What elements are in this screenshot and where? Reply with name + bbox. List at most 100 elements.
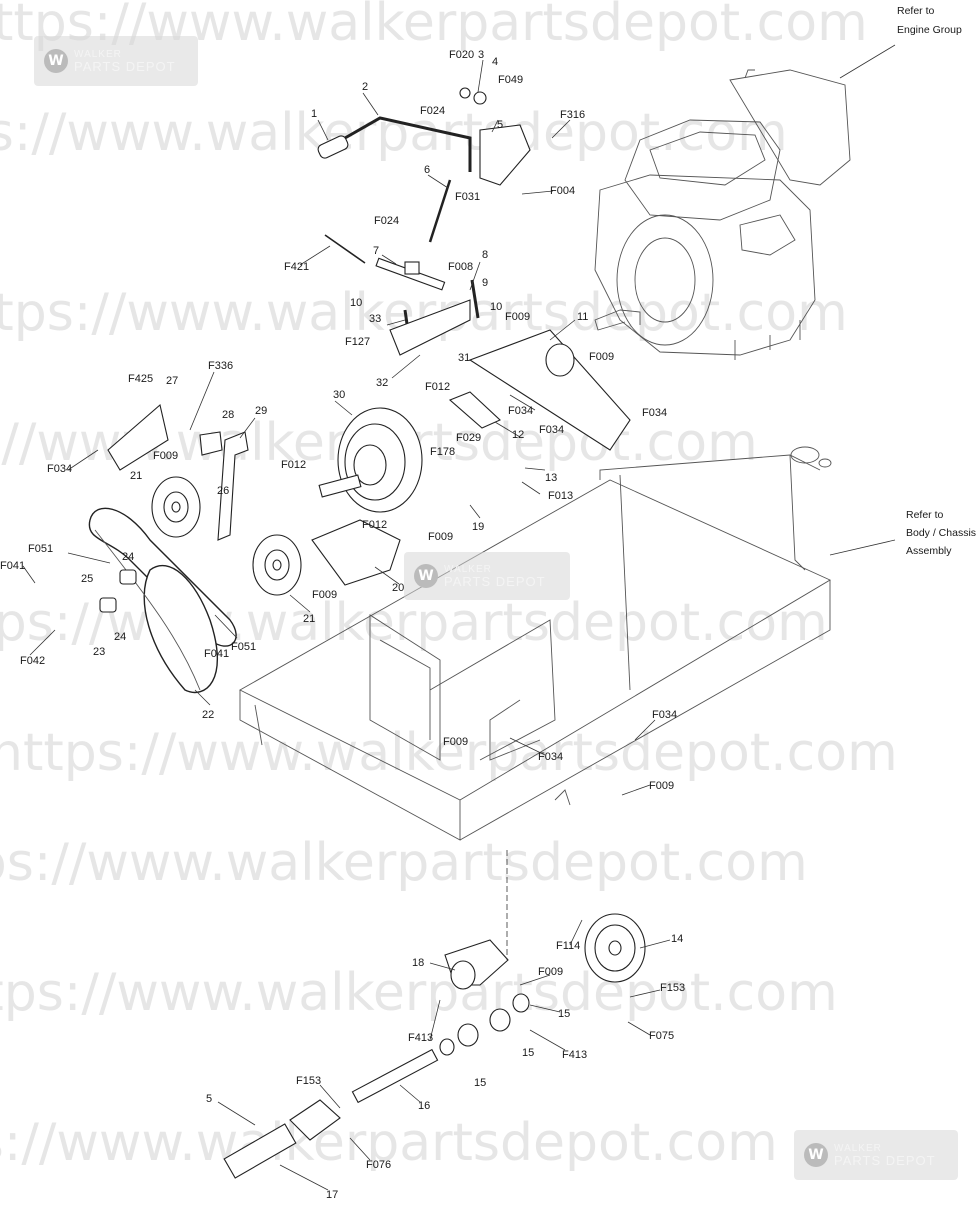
callout: F421 xyxy=(284,261,309,273)
callout: 5 xyxy=(206,1093,212,1105)
callout: F076 xyxy=(366,1159,391,1171)
callout: 22 xyxy=(202,709,214,721)
callout: F034 xyxy=(508,405,533,417)
engine-ref-line1: Refer to xyxy=(897,5,935,17)
callout: F049 xyxy=(498,74,523,86)
chassis-ref-line2: Body / Chassis xyxy=(906,527,976,539)
callout: 14 xyxy=(671,933,683,945)
callout: F127 xyxy=(345,336,370,348)
callout: F042 xyxy=(20,655,45,667)
walker-logo-icon: W xyxy=(804,1143,828,1167)
callout: F009 xyxy=(443,736,468,748)
chassis-frame xyxy=(239,446,896,841)
watermark-text: https://www.walkerpartsdepot.com xyxy=(0,1113,778,1173)
callout: F009 xyxy=(312,589,337,601)
callout: F178 xyxy=(430,446,455,458)
walker-logo-icon: W xyxy=(44,49,68,73)
callout: F008 xyxy=(448,261,473,273)
throttle-lever-assembly xyxy=(317,87,531,243)
callout: 23 xyxy=(93,646,105,658)
callout: 13 xyxy=(545,472,557,484)
callout: F024 xyxy=(374,215,399,227)
callout: F009 xyxy=(428,531,453,543)
callout: 1 xyxy=(311,108,317,120)
callout: F051 xyxy=(28,543,53,555)
callout: F114 xyxy=(556,940,580,952)
callout: F153 xyxy=(660,982,685,994)
callout: F031 xyxy=(455,191,480,203)
callout: F316 xyxy=(560,109,585,121)
callout: 12 xyxy=(512,429,524,441)
watermark-text: https://www.walkerpartsdepot.com xyxy=(0,593,828,653)
callout: F425 xyxy=(128,373,153,385)
callout: F020 xyxy=(449,49,474,61)
callout: F012 xyxy=(362,519,387,531)
callout-labels: F020 3 4 F049 2 F024 5 F316 1 6 F031 F00… xyxy=(0,49,685,1201)
clutch-linkage xyxy=(324,234,631,451)
walker-logo-icon: W xyxy=(414,564,438,588)
engine-outline xyxy=(594,44,896,360)
watermark-text: https://www.walkerpartsdepot.com xyxy=(0,103,788,163)
callout: F009 xyxy=(505,311,530,323)
callout: 4 xyxy=(492,56,498,68)
logo-line1: WALKER xyxy=(444,564,492,575)
logo-line1: WALKER xyxy=(74,49,122,60)
callout: 32 xyxy=(376,377,388,389)
callout: F009 xyxy=(538,966,563,978)
callout: F041 xyxy=(0,560,25,572)
callout: 8 xyxy=(482,249,488,261)
callout: 25 xyxy=(81,573,93,585)
callout: 3 xyxy=(478,49,484,61)
callout: 11 xyxy=(577,311,588,323)
callout: F413 xyxy=(562,1049,587,1061)
callout: F012 xyxy=(425,381,450,393)
callout: F034 xyxy=(538,751,563,763)
callout: 27 xyxy=(166,375,178,387)
callout: F075 xyxy=(649,1030,674,1042)
callout: 21 xyxy=(303,613,315,625)
callout: 10 xyxy=(350,297,362,309)
callout: F013 xyxy=(548,490,573,502)
callout: F034 xyxy=(47,463,72,475)
callout: 31 xyxy=(458,352,470,364)
callout: 33 xyxy=(369,313,381,325)
callout: F009 xyxy=(649,780,674,792)
callout: 15 xyxy=(474,1077,486,1089)
callout: F009 xyxy=(589,351,614,363)
callout: 10 xyxy=(490,301,502,313)
callout: F034 xyxy=(652,709,677,721)
callout: 21 xyxy=(130,470,142,482)
drive-belts xyxy=(88,507,237,694)
chassis-ref-line3: Assembly xyxy=(906,545,952,557)
callout: 29 xyxy=(255,405,267,417)
callout: F034 xyxy=(539,424,564,436)
callout: F336 xyxy=(208,360,233,372)
callout: F009 xyxy=(153,450,178,462)
callout: 6 xyxy=(424,164,430,176)
callout: F153 xyxy=(296,1075,321,1087)
idler-brackets xyxy=(107,391,501,541)
callout: F004 xyxy=(550,185,575,197)
logo-line2: PARTS DEPOT xyxy=(834,1153,936,1168)
callout: 26 xyxy=(217,485,229,497)
callout: 5 xyxy=(497,119,503,131)
callout: F413 xyxy=(408,1032,433,1044)
callout: F029 xyxy=(456,432,481,444)
watermark-text: https://www.walkerpartsdepot.com xyxy=(0,723,898,783)
callout: 30 xyxy=(333,389,345,401)
callout: 18 xyxy=(412,957,424,969)
callout: 16 xyxy=(418,1100,430,1112)
callout: F041 xyxy=(204,648,229,660)
watermark-text: https://www.walkerpartsdepot.com xyxy=(0,833,808,893)
callout: F051 xyxy=(231,641,256,653)
jackshaft-assembly xyxy=(223,850,646,1179)
callout: 20 xyxy=(392,582,404,594)
chassis-ref-line1: Refer to xyxy=(906,509,944,521)
callout: 17 xyxy=(326,1189,338,1201)
logo-line2: PARTS DEPOT xyxy=(74,59,176,74)
electric-clutch xyxy=(318,407,423,513)
callout: 7 xyxy=(373,245,379,257)
callout: 9 xyxy=(482,277,488,289)
